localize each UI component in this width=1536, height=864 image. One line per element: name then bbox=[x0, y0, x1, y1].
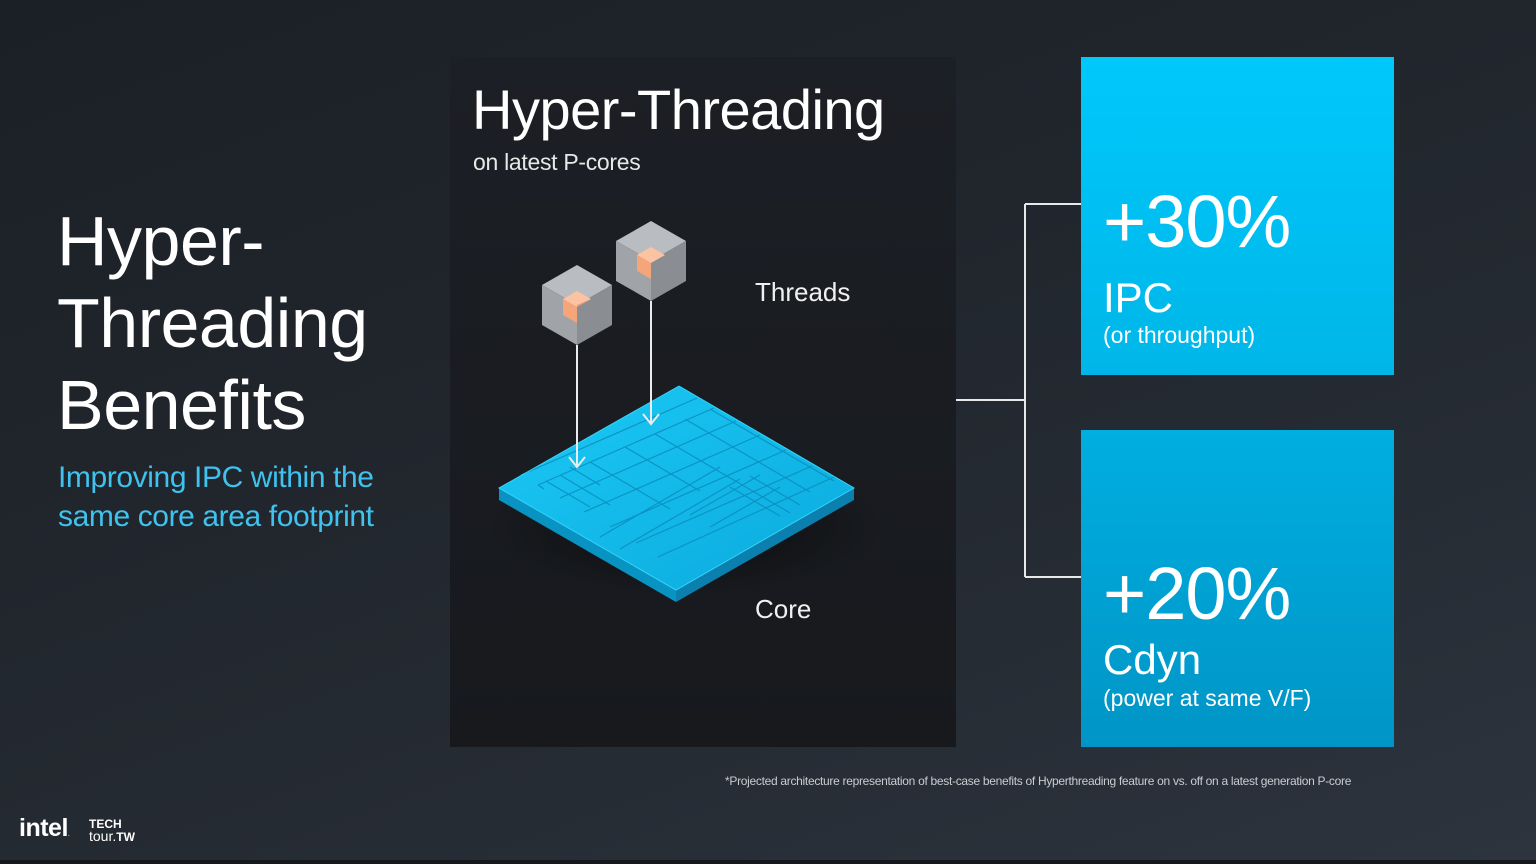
panel-subtitle: on latest P-cores bbox=[473, 149, 641, 175]
hyperthreading-panel: Hyper-Threading on latest P-cores bbox=[450, 57, 956, 747]
ipc-note: (or throughput) bbox=[1103, 322, 1256, 348]
techtour-logo: TECH tour.TW bbox=[89, 818, 135, 843]
slide-title-line: Hyper- bbox=[57, 202, 265, 280]
slide-title: Hyper- Threading Benefits bbox=[57, 200, 368, 446]
ipc-label: IPC bbox=[1103, 274, 1174, 321]
core-die-icon bbox=[486, 385, 886, 602]
slide-title-line: Benefits bbox=[57, 366, 306, 444]
slide-subtitle: Improving IPC within the same core area … bbox=[58, 458, 374, 536]
intel-logo: intel. bbox=[19, 814, 70, 843]
hyperthreading-diagram bbox=[486, 221, 886, 602]
ipc-value: +30% bbox=[1103, 180, 1291, 263]
slide-title-line: Threading bbox=[57, 284, 368, 362]
intel-logo-text: intel bbox=[19, 814, 68, 842]
ipc-stat-card: +30% IPC (or throughput) bbox=[1081, 57, 1394, 375]
techtour-tour-text: tour. bbox=[89, 828, 117, 844]
techtour-tech-text: TECH bbox=[89, 817, 122, 831]
thread-cube-icon bbox=[616, 221, 686, 301]
cdyn-stat-card: +20% Cdyn (power at same V/F) bbox=[1081, 430, 1394, 747]
footnote: *Projected architecture representation o… bbox=[725, 774, 1352, 788]
intel-logo-dot: . bbox=[67, 831, 70, 838]
cdyn-label: Cdyn bbox=[1103, 636, 1202, 683]
slide-subtitle-line: same core area footprint bbox=[58, 500, 374, 533]
threads-label: Threads bbox=[755, 277, 851, 307]
cdyn-value: +20% bbox=[1103, 552, 1291, 635]
bottom-strip bbox=[0, 860, 1536, 864]
down-arrow-icon bbox=[568, 301, 660, 469]
cdyn-note: (power at same V/F) bbox=[1103, 685, 1312, 711]
panel-title: Hyper-Threading bbox=[472, 78, 885, 141]
techtour-tw-text: TW bbox=[116, 830, 135, 844]
techtour-tour-line: tour.TW bbox=[89, 828, 135, 844]
core-label: Core bbox=[755, 594, 812, 624]
thread-cube-icon bbox=[542, 265, 612, 345]
slide-subtitle-line: Improving IPC within the bbox=[58, 461, 374, 494]
